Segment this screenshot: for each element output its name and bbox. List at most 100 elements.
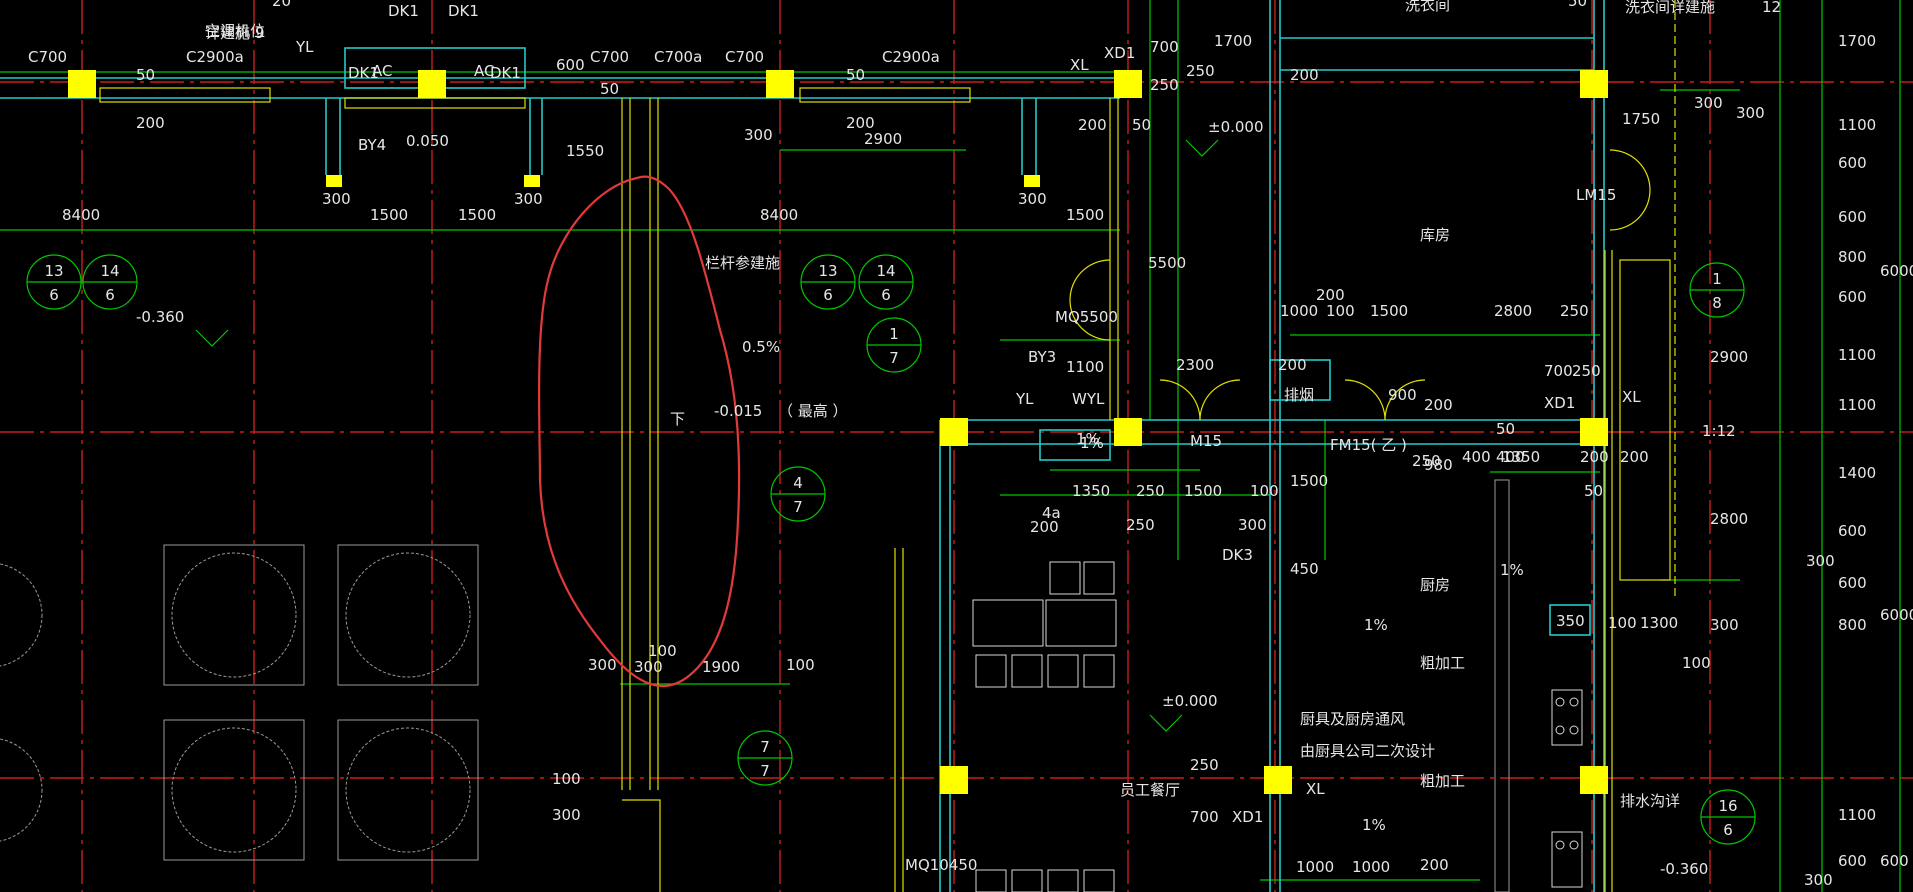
tag: DK1 [348,64,379,82]
chair [975,654,1007,688]
chair [1083,654,1115,688]
dim-text: 1500 [370,206,408,224]
dim-text: 8400 [760,206,798,224]
dim-text: 400 [1496,448,1525,466]
tag: XD1 [1104,44,1135,62]
door-swing [1069,259,1111,301]
stoves [1494,479,1583,892]
dim-text: 300 [514,190,543,208]
dim-text: 100 [552,770,581,788]
dim-text: 300 [588,656,617,674]
dim-text: 2900 [864,130,902,148]
dim-text: 300 [634,658,663,676]
door-swing [1384,379,1426,421]
dim-text: 600 [556,56,585,74]
dim-text: 600 [1838,574,1867,592]
dim-text: 980 [1424,456,1453,474]
burner [1555,840,1565,850]
planter-tree [171,727,297,853]
bubble-bottom: 6 [49,286,59,304]
tag: XD1 [1544,394,1575,412]
dim-text: 800 [1838,248,1867,266]
planter-tree [171,552,297,678]
tag: XD1 [1232,808,1263,826]
dim-text: 200 [1278,356,1307,374]
bubble-top: 7 [760,738,770,756]
stove [1551,689,1583,746]
level: 1% [1080,434,1104,452]
dim-text: 1350 [1072,482,1110,500]
label-fine: 粗加工 [1420,772,1465,790]
dim-text: 1100 [1838,346,1876,364]
window-band [99,87,271,103]
dim-text: 300 [552,806,581,824]
dim-text: 1100 [1838,396,1876,414]
window-label: C700 [28,48,67,66]
level: -0.015 [714,402,762,420]
dim-text: 200 [1030,518,1059,536]
dim-text: 300 [1710,616,1739,634]
dim-text: 1500 [1290,472,1328,490]
bubble-top: 14 [100,262,119,280]
label-detail: 详建施 [205,24,250,42]
dim-text: 200 [846,114,875,132]
window-label: C2900a [882,48,940,66]
window-label: C700a [654,48,702,66]
dim-text: 2900 [1710,348,1748,366]
bubble-texts: 13 6 14 6 13 6 14 6 1 7 4 7 7 7 1 8 16 6 [44,262,1737,839]
bubble-top: 16 [1718,797,1737,815]
dim-text: 250 [1150,76,1179,94]
dim-text: 200 [1620,448,1649,466]
bubble-bottom: 6 [823,286,833,304]
table [1045,599,1117,647]
dim-text: 200 [1316,286,1345,304]
chair [1011,869,1043,892]
level: 0.5% [742,338,780,356]
planter-tree [345,552,471,678]
smoke-shaft-box [1039,429,1111,461]
tag: BY4 [358,136,386,154]
dimension-texts-mid: 5500 1000 100 1500 2800 250 200 2300 200… [1030,208,1913,870]
dim-text: 6000 [1880,262,1913,280]
dim-text: 6000 [1880,606,1913,624]
planter [163,544,305,686]
dim-text: 5500 [1148,254,1186,272]
dim-text: 1500 [1066,206,1104,224]
label-highest: （ 最高 ） [778,402,848,420]
level: 1% [1362,816,1386,834]
dim-text: 250 [1412,452,1441,470]
dim-text: 1500 [1370,302,1408,320]
label-equipment2: 由厨具公司二次设计 [1300,742,1435,760]
dim-text: 300 [744,126,773,144]
columns [68,70,1608,794]
door-label: M15 [1190,432,1222,450]
dim-text: 600 [1838,154,1867,172]
stair-box [1619,259,1671,581]
window-label: C700 [725,48,764,66]
dim-text: 1400 [1838,464,1876,482]
label-air-unit: 空调机位 [205,22,265,40]
level: 1:12 [1702,422,1736,440]
dim-text: 300 [1804,871,1833,889]
label-storage: 库房 [1420,226,1450,244]
drain-trench [1494,479,1510,892]
label-railing-note: 栏杆参建施 [705,254,780,272]
dim-text: 100 [1608,614,1637,632]
dim-text: 1500 [458,206,496,224]
label-down: 下 [670,410,685,428]
label-staff-canteen: 员工餐厅 [1120,781,1180,799]
dim-text: 300 [1806,552,1835,570]
dim-text: 1500 [1184,482,1222,500]
dim-text: 1100 [1838,806,1876,824]
dim-text: 1000 [1296,858,1334,876]
level: 1% [1500,561,1524,579]
window-labels: C700 C2900a C700 C700a C700 C2900a M15 F… [28,48,1616,874]
dimension-texts-row2: 8400 1500 1500 8400 1500 300 300 300 155… [62,142,1104,224]
dim-text: 600 [1838,522,1867,540]
bubble-bottom: 6 [1723,821,1733,839]
dim-text: 250 [1190,756,1219,774]
bubble-bottom: 7 [889,349,899,367]
door-label: MQ5500 [1055,308,1118,326]
dim-text: 250 [1572,362,1601,380]
